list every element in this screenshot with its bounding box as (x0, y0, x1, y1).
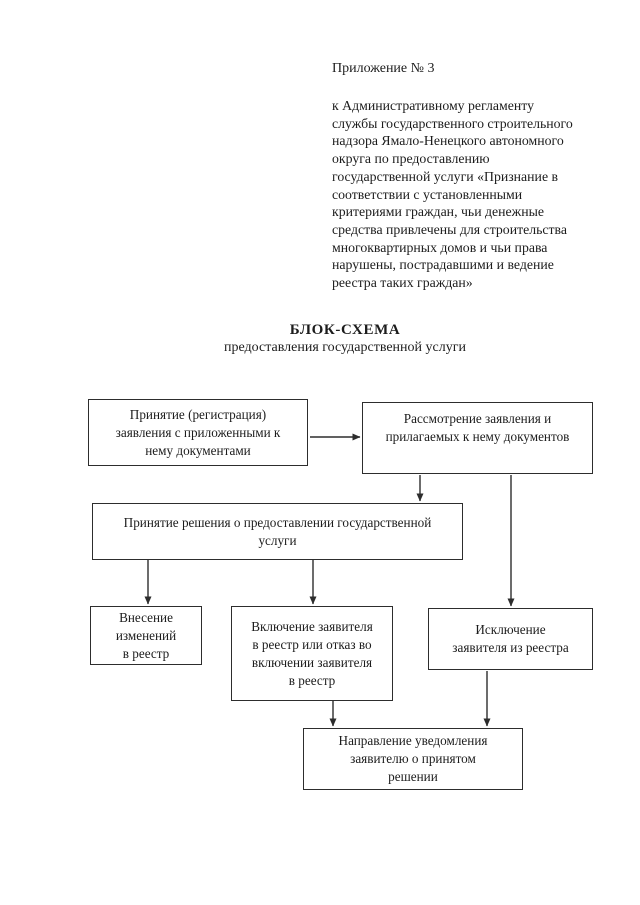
flowchart-node-amend: Внесение изменений в реестр (90, 606, 202, 665)
node-label-review: Рассмотрение заявления и прилагаемых к н… (385, 411, 570, 444)
appendix-label: Приложение № 3 (332, 61, 435, 76)
page-title: БЛОК-СХЕМА (289, 322, 401, 338)
flowchart-node-notify: Направление уведомления заявителю о прин… (303, 728, 523, 790)
node-label-notify: Направление уведомления заявителю о прин… (338, 733, 488, 784)
node-label-accept: Принятие (регистрация) заявления с прило… (115, 406, 281, 458)
flowchart-node-accept: Принятие (регистрация) заявления с прило… (88, 399, 308, 466)
node-label-decision: Принятие решения о предоставлении госуда… (123, 514, 432, 548)
node-label-amend: Внесение изменений в реестр (115, 609, 177, 661)
page-subtitle: предоставления государственной услуги (224, 340, 466, 355)
flowchart-node-exclude: Исключение заявителя из реестра (428, 608, 593, 670)
title-block: БЛОК-СХЕМА предоставления государственно… (50, 322, 640, 356)
flowchart-node-review: Рассмотрение заявления и прилагаемых к н… (362, 402, 593, 474)
appendix-reference-text: к Административному регламенту службы го… (332, 98, 573, 291)
node-label-exclude: Исключение заявителя из реестра (452, 622, 569, 655)
flowchart-node-decision: Принятие решения о предоставлении госуда… (92, 503, 463, 560)
node-label-include: Включение заявителя в реестр или отказ в… (251, 618, 373, 688)
flowchart-node-include: Включение заявителя в реестр или отказ в… (231, 606, 393, 701)
